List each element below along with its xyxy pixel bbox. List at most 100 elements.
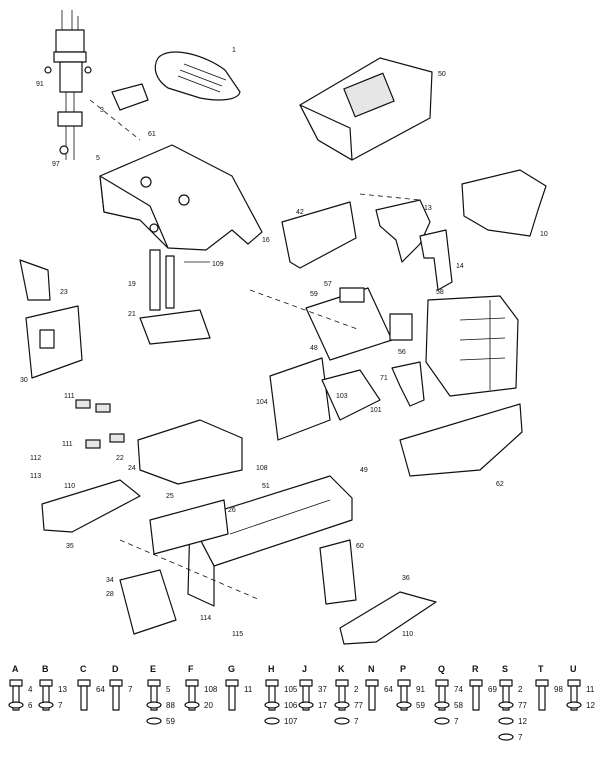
bolt-shank-icon: [188, 685, 196, 711]
hardware-letter: K: [338, 664, 345, 674]
hardware-item: H 105 106 107: [264, 664, 298, 726]
callout-label: 91: [36, 81, 44, 88]
hardware-part-number: 12: [518, 717, 527, 726]
hardware-part-number: 77: [518, 701, 527, 710]
steering-column-assembly: [44, 10, 92, 160]
bolt-shank-icon: [502, 685, 510, 711]
bolt-shank-icon: [302, 685, 310, 711]
hardware-letter: H: [268, 664, 275, 674]
left-bracket-assembly: [19, 259, 83, 379]
washer-icon: [38, 701, 54, 709]
hardware-part-number: 106: [284, 701, 298, 710]
bolt-shank-icon: [570, 685, 578, 711]
hardware-letter: B: [42, 664, 49, 674]
hardware-part-number: 7: [518, 733, 523, 742]
bolt-shank-icon: [112, 685, 120, 711]
hardware-letter: J: [302, 664, 307, 674]
side-panel-42: [281, 201, 357, 269]
callout-label: 28: [106, 591, 114, 598]
hardware-part-number: 88: [166, 701, 175, 710]
hardware-letter: T: [538, 664, 544, 674]
bolt-shank-icon: [338, 685, 346, 711]
hardware-part-number: 37: [318, 685, 327, 694]
callout-label: 56: [398, 349, 406, 356]
hardware-letter: Q: [438, 664, 445, 674]
washer-icon: [146, 717, 162, 725]
hardware-part-number: 108: [204, 685, 218, 694]
bolt-shank-icon: [400, 685, 408, 711]
callout-label: 62: [496, 481, 504, 488]
washer-icon: [434, 717, 450, 725]
hardware-item: C64: [77, 664, 105, 711]
fender-body: [99, 144, 263, 251]
callout-label: 34: [106, 577, 114, 584]
hardware-part-number: 59: [416, 701, 425, 710]
callout-label: 113: [30, 473, 41, 480]
callout-label: 23: [60, 289, 68, 296]
bolt-head-icon: [299, 679, 313, 687]
callout-label: 22: [116, 455, 124, 462]
bolt-head-icon: [535, 679, 549, 687]
hardware-part-number: 58: [454, 701, 463, 710]
hardware-part-number: 7: [454, 717, 459, 726]
hardware-part-number: 69: [488, 685, 497, 694]
left-footrest: [41, 479, 141, 533]
bolt-head-icon: [147, 679, 161, 687]
hood: [299, 57, 433, 161]
hardware-part-number: 5: [166, 685, 171, 694]
hardware-letter: R: [472, 664, 479, 674]
lower-shield-61: [399, 403, 523, 477]
washer-icon: [498, 717, 514, 725]
hardware-letter: P: [400, 664, 406, 674]
hardware-part-number: 12: [586, 701, 595, 710]
hardware-part-number: 105: [284, 685, 298, 694]
bracket-60: [319, 539, 357, 605]
rear-hood-bracket: [375, 199, 431, 263]
hardware-part-number: 13: [58, 685, 67, 694]
hardware-part-number: 20: [204, 701, 213, 710]
bolt-head-icon: [9, 679, 23, 687]
washer-icon: [334, 701, 350, 709]
bracket-71: [391, 361, 425, 407]
bolt-shank-icon: [150, 685, 158, 711]
bolt-head-icon: [469, 679, 483, 687]
hardware-letter: C: [80, 664, 87, 674]
callout-label: 101: [370, 407, 382, 414]
hardware-part-number: 74: [454, 685, 463, 694]
hardware-letter: N: [368, 664, 375, 674]
bolt-head-icon: [435, 679, 449, 687]
callout-label: 36: [402, 575, 410, 582]
washer-icon: [298, 701, 314, 709]
side-frame-plate: [119, 569, 177, 635]
deck-cover: [269, 357, 381, 441]
washer-icon: [184, 701, 200, 709]
callout-label: 111: [62, 441, 73, 448]
battery-tray: [137, 419, 243, 485]
bolt-head-icon: [335, 679, 349, 687]
hardware-item: G11: [225, 664, 253, 711]
bolt-shank-icon: [438, 685, 446, 711]
callout-label: 111: [64, 393, 75, 400]
hardware-part-number: 2: [354, 685, 359, 694]
right-mounting-plates: [305, 287, 413, 361]
callout-label: 49: [360, 467, 368, 474]
bolt-head-icon: [225, 679, 239, 687]
callout-label: 110: [402, 631, 413, 638]
washer-icon: [434, 701, 450, 709]
right-footrest: [339, 591, 437, 645]
washer-icon: [396, 701, 412, 709]
washer-icon: [146, 701, 162, 709]
bolt-shank-icon: [472, 685, 480, 711]
hardware-part-number: 107: [284, 717, 298, 726]
hardware-letter: U: [570, 664, 577, 674]
hardware-part-number: 7: [354, 717, 359, 726]
hardware-part-number: 59: [166, 717, 175, 726]
callout-label: 60: [356, 543, 364, 550]
left-side-rail: [149, 499, 229, 555]
washer-icon: [264, 701, 280, 709]
